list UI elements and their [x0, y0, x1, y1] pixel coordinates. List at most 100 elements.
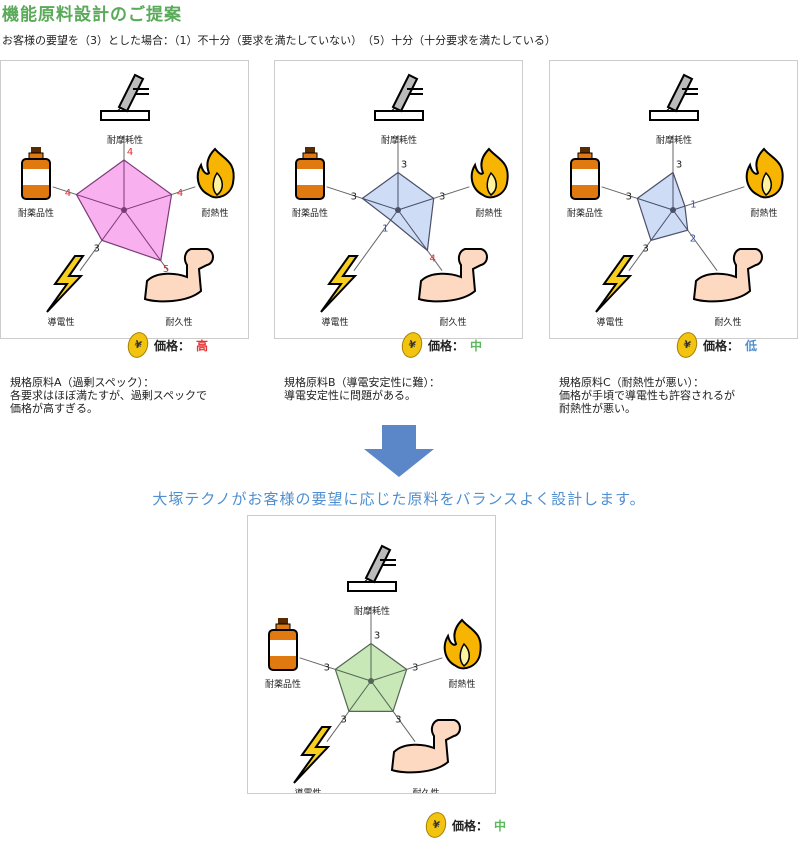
- lightning-icon: [595, 255, 634, 313]
- lightning-icon: [46, 255, 85, 313]
- flame-icon: [196, 147, 235, 199]
- value-label: 3: [626, 192, 632, 203]
- radar-panel-b: 3 3 4 1 3 耐摩耗性耐熱性耐久性 導電性 耐薬品性: [274, 60, 523, 339]
- flexed-arm-icon: [390, 719, 461, 774]
- value-label: 4: [429, 254, 435, 265]
- price-label: 価格：: [154, 338, 191, 353]
- price-indicator: ¥価格： 中: [422, 809, 507, 841]
- value-label: 1: [382, 223, 388, 234]
- value-label: 3: [374, 631, 380, 642]
- value-label: 4: [127, 147, 133, 158]
- axis-label: 耐薬品性: [18, 207, 54, 219]
- axis-label: 導電性: [596, 316, 623, 328]
- value-label: 3: [676, 160, 682, 171]
- value-label: 3: [351, 192, 357, 203]
- axis-label: 耐薬品性: [292, 207, 328, 219]
- radar-panel-proposal: 33333耐摩耗性耐熱性耐久性導電性耐薬品性: [247, 515, 496, 794]
- spoke: [101, 209, 125, 241]
- value-label: 1: [690, 199, 696, 210]
- yen-coin-icon: ¥: [422, 809, 450, 841]
- axis-label: 耐久性: [165, 316, 192, 328]
- value-label: 4: [177, 188, 183, 199]
- axis-label: 導電性: [47, 316, 74, 328]
- value-label: 3: [324, 663, 330, 674]
- axis-label: 導電性: [321, 316, 348, 328]
- axis-label: 耐薬品性: [265, 678, 301, 690]
- price-indicator: ¥価格： 高: [124, 329, 209, 361]
- lightning-icon: [320, 255, 359, 313]
- panel-description: 規格原料B（導電安定性に難）： 導電安定性に問題がある。: [284, 376, 441, 402]
- axis-label: 耐摩耗性: [656, 134, 692, 146]
- axis-label: 耐熱性: [201, 207, 228, 219]
- pen-writing-icon: [649, 73, 699, 121]
- spoke: [397, 197, 434, 211]
- spoke: [123, 194, 172, 211]
- pen-writing-icon: [374, 73, 424, 121]
- price-level: 高: [196, 338, 209, 353]
- spoke: [637, 197, 674, 211]
- value-label: 4: [65, 188, 71, 199]
- flexed-arm-icon: [417, 248, 488, 303]
- price-indicator: ¥価格： 中: [398, 329, 483, 361]
- price-level: 中: [470, 338, 483, 353]
- spoke: [397, 209, 428, 251]
- spoke: [370, 668, 407, 682]
- axis-label: 耐久性: [714, 316, 741, 328]
- flame-icon: [470, 147, 509, 199]
- flame-icon: [443, 618, 482, 670]
- spoke: [672, 209, 689, 231]
- value-label: 3: [401, 160, 407, 171]
- axis-label: 耐薬品性: [567, 207, 603, 219]
- axis-label: 耐熱性: [750, 207, 777, 219]
- pen-writing-icon: [347, 544, 397, 592]
- value-label: 3: [395, 715, 401, 726]
- center-dot: [395, 207, 401, 213]
- flexed-arm-icon: [692, 248, 763, 303]
- axis-label: 耐熱性: [475, 207, 502, 219]
- spoke: [123, 209, 162, 261]
- subtitle: お客様の要望を（3）とした場合：（1）不十分（要求を満たしていない） （5）十分…: [2, 34, 556, 47]
- axis-label: 耐摩耗性: [354, 605, 390, 617]
- value-label: 3: [439, 192, 445, 203]
- bottle-icon: [268, 618, 298, 671]
- bottle-icon: [295, 147, 325, 200]
- axis-label: 導電性: [294, 787, 321, 793]
- value-label: 3: [412, 663, 418, 674]
- center-dot: [670, 207, 676, 213]
- value-label: 2: [690, 234, 696, 245]
- flexed-arm-icon: [143, 248, 214, 303]
- yen-coin-icon: ¥: [673, 329, 701, 361]
- page-title: 機能原料設計のご提案: [2, 5, 182, 25]
- spoke: [370, 680, 394, 712]
- price-label: 価格：: [703, 338, 740, 353]
- price-label: 価格：: [428, 338, 465, 353]
- spoke: [362, 197, 399, 211]
- bottle-icon: [570, 147, 600, 200]
- price-label: 価格：: [452, 818, 489, 833]
- yen-coin-icon: ¥: [398, 329, 426, 361]
- radar-panel-c: 3 1 2 3 3 耐摩耗性耐熱性耐久性 導電性 耐薬品性: [549, 60, 798, 339]
- price-level: 低: [745, 338, 758, 353]
- panel-description: 規格原料C（耐熱性が悪い）： 価格が手頃で導電性も許容されるが 耐熱性が悪い。: [559, 376, 735, 415]
- spoke: [348, 680, 372, 712]
- spoke: [335, 668, 372, 682]
- price-level: 中: [494, 818, 507, 833]
- value-label: 5: [163, 264, 169, 275]
- value-label: 3: [340, 715, 346, 726]
- flame-icon: [745, 147, 784, 199]
- axis-label: 耐摩耗性: [107, 134, 143, 146]
- axis-label: 耐摩耗性: [381, 134, 417, 146]
- axis-label: 耐熱性: [448, 678, 475, 690]
- value-label: 3: [93, 244, 99, 255]
- yen-coin-icon: ¥: [124, 329, 152, 361]
- value-label: 3: [642, 244, 648, 255]
- spoke: [76, 194, 125, 211]
- proposal-text: 大塚テクノがお客様の要望に応じた原料をバランスよく設計します。: [152, 490, 646, 508]
- axis-label: 耐久性: [439, 316, 466, 328]
- pen-writing-icon: [100, 73, 150, 121]
